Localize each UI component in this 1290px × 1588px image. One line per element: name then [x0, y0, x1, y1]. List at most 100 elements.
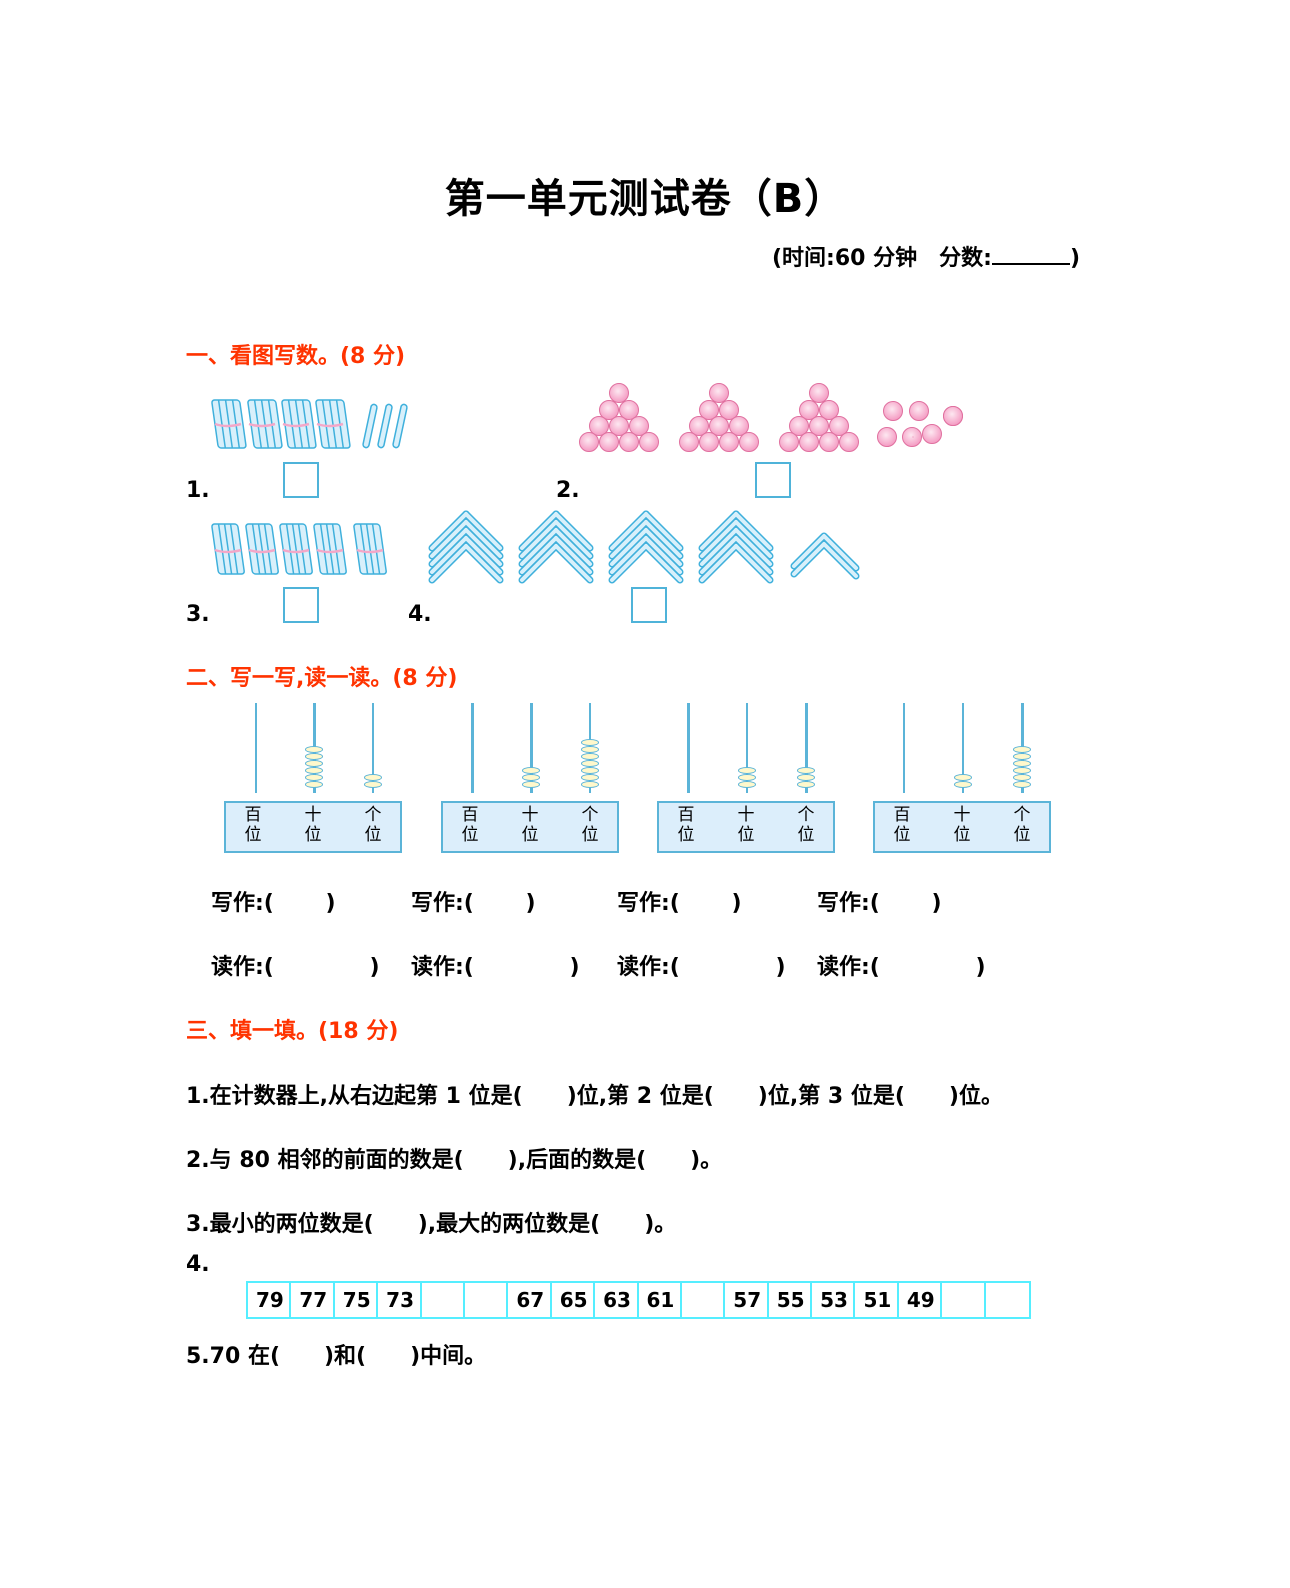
bead — [305, 774, 323, 781]
bead — [797, 767, 815, 774]
sequence-blank-cell[interactable] — [682, 1283, 726, 1317]
read-field-2[interactable]: 读作:( ) — [411, 955, 580, 980]
sequence-cell: 73 — [378, 1283, 422, 1317]
bead — [581, 753, 599, 760]
item-3-answer-box[interactable] — [283, 587, 319, 623]
stick-chevrons-icon — [428, 510, 860, 585]
bead — [522, 767, 540, 774]
read-field-3[interactable]: 读作:( ) — [617, 955, 786, 980]
ones-label: 个位 — [364, 805, 382, 845]
sequence-cell: 55 — [769, 1283, 813, 1317]
abacus-1: 百位 十位 个位 — [224, 703, 402, 853]
item-2-answer-box[interactable] — [755, 462, 791, 498]
sequence-cell: 51 — [855, 1283, 899, 1317]
sequence-blank-cell[interactable] — [422, 1283, 465, 1317]
question-5: 5.70 在( )和( )中间。 — [186, 1344, 487, 1369]
abacus-base — [657, 801, 835, 853]
bead — [738, 774, 756, 781]
tens-label: 十位 — [737, 805, 755, 845]
write-field-3[interactable]: 写作:( ) — [617, 891, 742, 916]
sequence-cell: 67 — [508, 1283, 552, 1317]
write-field-1[interactable]: 写作:( ) — [211, 891, 336, 916]
score-blank[interactable] — [991, 245, 1070, 265]
stick-bundles-icon — [211, 523, 387, 575]
section-3-heading: 三、填一填。(18 分) — [186, 1019, 399, 1044]
hundreds-rod — [687, 703, 690, 793]
item-1-answer-box[interactable] — [283, 462, 319, 498]
write-field-4[interactable]: 写作:( ) — [817, 891, 942, 916]
hundreds-rod — [903, 703, 905, 793]
sequence-cell: 65 — [552, 1283, 596, 1317]
sequence-cell: 53 — [812, 1283, 856, 1317]
ones-label: 个位 — [581, 805, 599, 845]
bead — [1013, 753, 1031, 760]
item-3-label: 3. — [186, 602, 210, 627]
tens-label: 十位 — [521, 805, 539, 845]
sequence-cell: 49 — [899, 1283, 943, 1317]
abacus-base — [441, 801, 619, 853]
tens-label: 十位 — [304, 805, 322, 845]
write-field-2[interactable]: 写作:( ) — [411, 891, 536, 916]
question-1: 1.在计数器上,从右边起第 1 位是( )位,第 2 位是( )位,第 3 位是… — [186, 1084, 1003, 1109]
bead — [305, 746, 323, 753]
bead — [738, 767, 756, 774]
ones-rod — [372, 703, 374, 793]
bead — [581, 760, 599, 767]
item-4-answer-box[interactable] — [631, 587, 667, 623]
hundreds-label: 百位 — [244, 805, 262, 845]
page-title: 第一单元测试卷（B） — [444, 176, 846, 222]
abacus-3: 百位 十位 个位 — [657, 703, 835, 853]
item-3-picture — [205, 518, 395, 580]
exam-meta: (时间:60 分钟 分数:) — [772, 240, 1080, 272]
bead — [738, 781, 756, 788]
abacus-4: 百位 十位 个位 — [873, 703, 1051, 853]
bead — [1013, 781, 1031, 788]
bead — [954, 781, 972, 788]
read-field-1[interactable]: 读作:( ) — [211, 955, 380, 980]
section-2-heading: 二、写一写,读一读。(8 分) — [186, 666, 458, 691]
item-1-label: 1. — [186, 478, 210, 503]
tens-rod — [746, 703, 748, 793]
abacus-base — [873, 801, 1051, 853]
sequence-blank-cell[interactable] — [942, 1283, 986, 1317]
stick-bundles-icon — [211, 399, 408, 449]
bead — [1013, 746, 1031, 753]
bead — [364, 774, 382, 781]
number-sequence-table: 79 77 75 73 67 65 63 61 57 55 53 51 49 — [246, 1281, 1032, 1319]
sequence-cell: 75 — [335, 1283, 379, 1317]
bead — [581, 767, 599, 774]
ones-label: 个位 — [1013, 805, 1031, 845]
question-4-label: 4. — [186, 1252, 210, 1277]
bead — [1013, 774, 1031, 781]
bead — [954, 774, 972, 781]
question-2: 2.与 80 相邻的前面的数是( ),后面的数是( )。 — [186, 1148, 723, 1173]
hundreds-rod — [255, 703, 257, 793]
section-1-heading: 一、看图写数。(8 分) — [186, 344, 406, 369]
hundreds-label: 百位 — [677, 805, 695, 845]
item-4-label: 4. — [408, 602, 432, 627]
bead — [1013, 760, 1031, 767]
ball-triangles-icon — [579, 383, 963, 452]
sequence-cell: 63 — [595, 1283, 639, 1317]
bead — [797, 774, 815, 781]
hundreds-label: 百位 — [893, 805, 911, 845]
hundreds-rod — [471, 703, 474, 793]
exam-meta-text: (时间:60 分钟 分数: — [772, 246, 992, 271]
bead — [581, 774, 599, 781]
bead — [522, 774, 540, 781]
ones-label: 个位 — [797, 805, 815, 845]
bead — [581, 739, 599, 746]
sequence-blank-cell[interactable] — [465, 1283, 509, 1317]
bead — [305, 760, 323, 767]
read-field-4[interactable]: 读作:( ) — [817, 955, 986, 980]
bead — [581, 781, 599, 788]
sequence-cell: 77 — [291, 1283, 335, 1317]
bead — [1013, 767, 1031, 774]
bead — [581, 746, 599, 753]
tens-rod — [530, 703, 533, 793]
tens-label: 十位 — [953, 805, 971, 845]
abacus-2: 百位 十位 个位 — [441, 703, 619, 853]
bead — [522, 781, 540, 788]
item-1-picture — [205, 394, 415, 454]
sequence-blank-cell[interactable] — [986, 1283, 1029, 1317]
